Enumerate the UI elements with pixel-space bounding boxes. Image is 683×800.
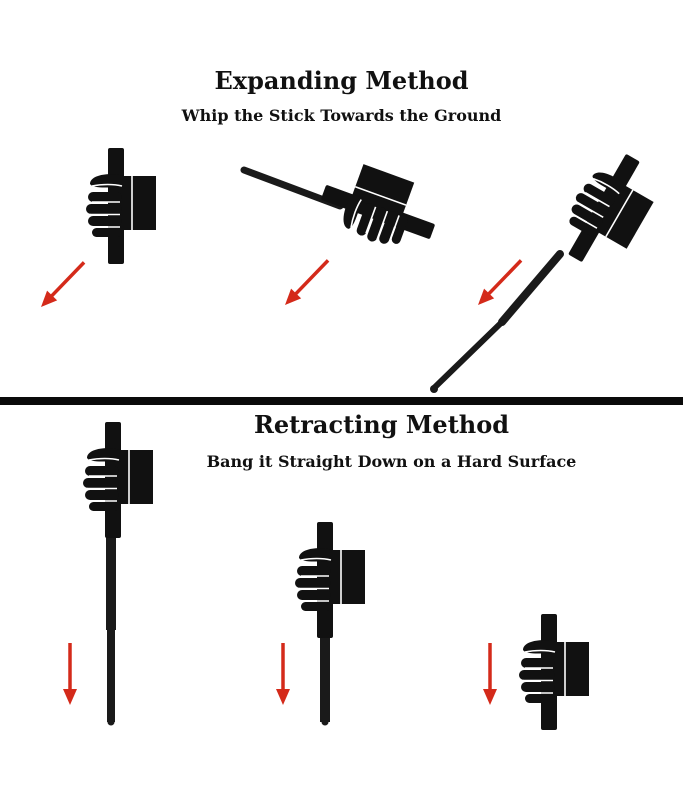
arrow-diagonal-icon <box>278 253 335 312</box>
fist-grip-icon <box>294 521 366 639</box>
retracting-method-title: Retracting Method <box>253 410 510 439</box>
fist-grip-icon <box>312 153 447 261</box>
arrow-down-icon <box>61 641 79 707</box>
stick-segment <box>320 610 330 726</box>
arrow-diagonal-icon <box>34 255 91 314</box>
retracting-method-subtitle: Bang it Straight Down on a Hard Surface <box>206 452 577 471</box>
fist-grip-icon <box>518 613 590 731</box>
expanding-method-subtitle: Whip the Stick Towards the Ground <box>181 106 502 125</box>
arrow-down-icon <box>481 641 499 707</box>
stick-segment <box>430 250 564 393</box>
section-divider <box>0 397 683 405</box>
arrow-down-icon <box>274 641 292 707</box>
fist-grip-icon <box>85 147 157 265</box>
fist-grip-icon <box>548 141 669 280</box>
stick-segment <box>106 520 116 726</box>
expanding-method-title: Expanding Method <box>214 66 469 95</box>
fist-grip-icon <box>82 421 154 539</box>
